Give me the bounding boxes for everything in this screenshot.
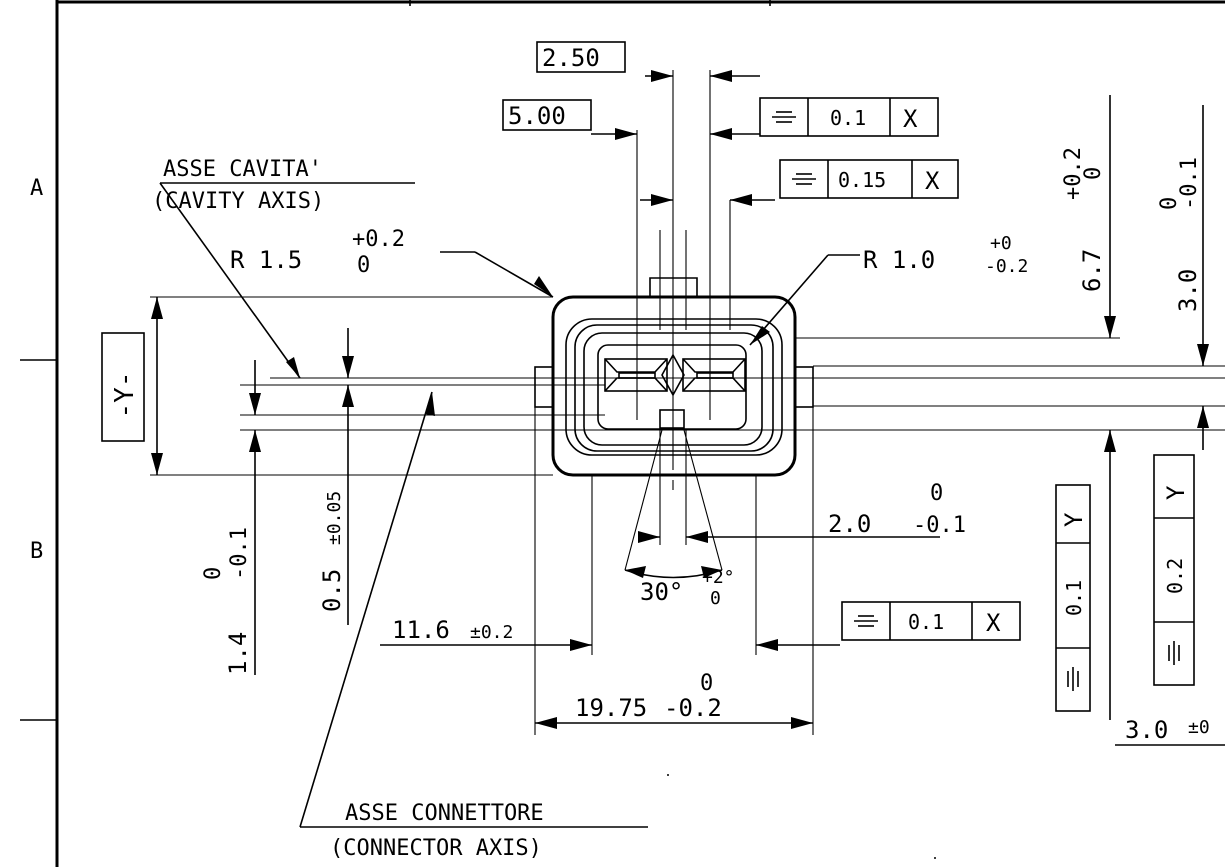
dim-5-00-value: 5.00 xyxy=(508,102,566,130)
dim-3-0-bottom: 3.0 ±0 xyxy=(1115,716,1225,746)
datum-y-label: -Y- xyxy=(110,372,140,419)
r15-value: R 1.5 xyxy=(230,246,302,274)
drawing-frame xyxy=(20,0,1225,867)
d1975-lower: -0.2 xyxy=(664,694,722,722)
dim-2-50: 2.50 xyxy=(536,41,760,82)
angle-upper: +2° xyxy=(702,567,735,588)
dim-3-0: 3.0 0 -0.1 xyxy=(1157,105,1209,450)
stray-dot xyxy=(667,774,669,776)
d1975-value: 19.75 xyxy=(575,694,647,722)
dim-5-00: 5.00 xyxy=(502,99,760,140)
dim-1-4: 1.4 0 -0.1 xyxy=(201,360,261,675)
fcf2-value: 0.15 xyxy=(838,168,886,192)
fcf-sym-0-1-x-top: 0.1 X xyxy=(759,97,939,137)
dim-11-6: 11.6 ±0.2 xyxy=(380,616,840,651)
d67-lower: 0 xyxy=(1081,167,1106,180)
dim-2-0: 2.0 0 -0.1 xyxy=(638,481,966,543)
stray-dot xyxy=(934,857,936,859)
fcf4-value: 0.1 xyxy=(1062,580,1086,616)
d67-value: 6.7 xyxy=(1078,249,1106,292)
dim-center-gap xyxy=(640,194,775,206)
r15-upper: +0.2 xyxy=(352,227,405,252)
cavity-axis-label-it: ASSE CAVITA' xyxy=(163,157,322,182)
fcf1-value: 0.1 xyxy=(830,106,866,130)
d20-lower: -0.1 xyxy=(913,513,966,538)
d20-value: 2.0 xyxy=(828,510,871,538)
zone-label-b: B xyxy=(30,539,43,564)
reference-lines xyxy=(150,70,1225,735)
contact-cavities xyxy=(604,353,746,429)
connector-axis-label-en: (CONNECTOR AXIS) xyxy=(330,836,542,861)
r15-lower: 0 xyxy=(357,253,370,278)
dim-r-1-5: R 1.5 +0.2 0 xyxy=(230,227,554,298)
d116-tol: ±0.2 xyxy=(470,622,513,643)
dim-r-1-0: R 1.0 +0 -0.2 xyxy=(749,233,1028,346)
r10-value: R 1.0 xyxy=(863,246,935,274)
d05-value: 0.5 xyxy=(318,569,346,612)
fcf1-datum: X xyxy=(903,105,918,133)
angle-value: 30° xyxy=(640,578,683,606)
fcf5-value: 0.2 xyxy=(1163,558,1187,594)
d20-upper: 0 xyxy=(930,481,943,506)
fcf-sym-0-2-y: 0.2 Y xyxy=(1153,454,1195,686)
angle-lower: 0 xyxy=(710,588,721,609)
dim-2-50-value: 2.50 xyxy=(542,44,600,72)
dim-0-5: 0.5 ±0.05 xyxy=(318,328,354,625)
fcf3-value: 0.1 xyxy=(908,610,944,634)
d67-upper: +0.2 xyxy=(1061,147,1086,200)
d14-lower: -0.1 xyxy=(227,527,252,580)
d30-upper: 0 xyxy=(1157,197,1182,210)
r10-upper: +0 xyxy=(990,233,1012,254)
fcf-sym-0-15-x: 0.15 X xyxy=(779,159,959,199)
connector-outline xyxy=(534,277,814,477)
dim-19-75: 0 19.75 -0.2 xyxy=(535,671,813,729)
datum-y-dimension: -Y- xyxy=(101,297,163,475)
d05-tol: ±0.05 xyxy=(324,491,345,545)
dim-6-7: 6.7 +0.2 0 xyxy=(1061,95,1116,720)
fcf2-datum: X xyxy=(925,167,940,195)
cavity-axis-label-en: (CAVITY AXIS) xyxy=(152,189,324,214)
connector-axis-label-it: ASSE CONNETTORE xyxy=(345,801,544,826)
fcf5-datum: Y xyxy=(1162,485,1190,500)
d30b-tol: ±0 xyxy=(1188,717,1210,738)
d14-upper: 0 xyxy=(201,567,226,580)
d30b-value: 3.0 xyxy=(1125,716,1168,744)
centerlines xyxy=(659,70,687,490)
r10-lower: -0.2 xyxy=(985,256,1028,277)
dim-angle-30: 30° +2° 0 xyxy=(624,429,735,609)
fcf3-datum: X xyxy=(986,609,1001,637)
d1975-upper: 0 xyxy=(700,671,713,696)
fcf-sym-0-1-x-bottom: 0.1 X xyxy=(841,601,1021,641)
cavity-axis-callout: ASSE CAVITA' (CAVITY AXIS) xyxy=(152,157,415,379)
connector-axis-callout: ASSE CONNETTORE (CONNECTOR AXIS) xyxy=(299,391,648,861)
d30-lower: -0.1 xyxy=(1177,157,1202,210)
zone-label-a: A xyxy=(30,176,43,201)
d14-value: 1.4 xyxy=(224,632,252,675)
d116-value: 11.6 xyxy=(392,616,450,644)
fcf4-datum: Y xyxy=(1060,512,1088,527)
fcf-sym-0-1-y: 0.1 Y xyxy=(1055,484,1091,712)
d30-value: 3.0 xyxy=(1174,269,1202,312)
